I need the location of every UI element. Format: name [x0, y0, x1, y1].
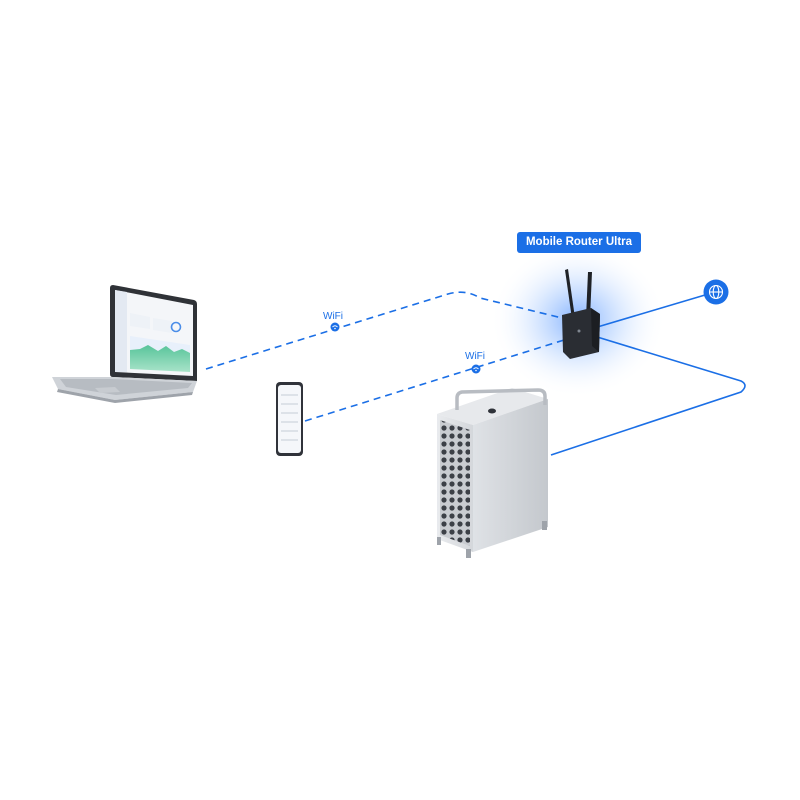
wifi-icon	[330, 322, 340, 332]
wifi-label-laptop: WiFi	[323, 311, 343, 322]
wifi-link-laptop	[205, 291, 563, 370]
tower-server	[437, 388, 548, 558]
wired-link-server	[550, 335, 746, 456]
wifi-icon	[471, 364, 481, 374]
phone-device	[276, 382, 303, 456]
laptop-device	[52, 285, 197, 403]
wifi-label-phone: WiFi	[465, 351, 485, 362]
globe-icon[interactable]	[703, 279, 729, 305]
wired-link-internet	[593, 294, 706, 329]
wifi-link-phone	[304, 339, 565, 422]
mobile-router-device	[562, 269, 600, 359]
router-label: Mobile Router Ultra	[517, 232, 641, 253]
